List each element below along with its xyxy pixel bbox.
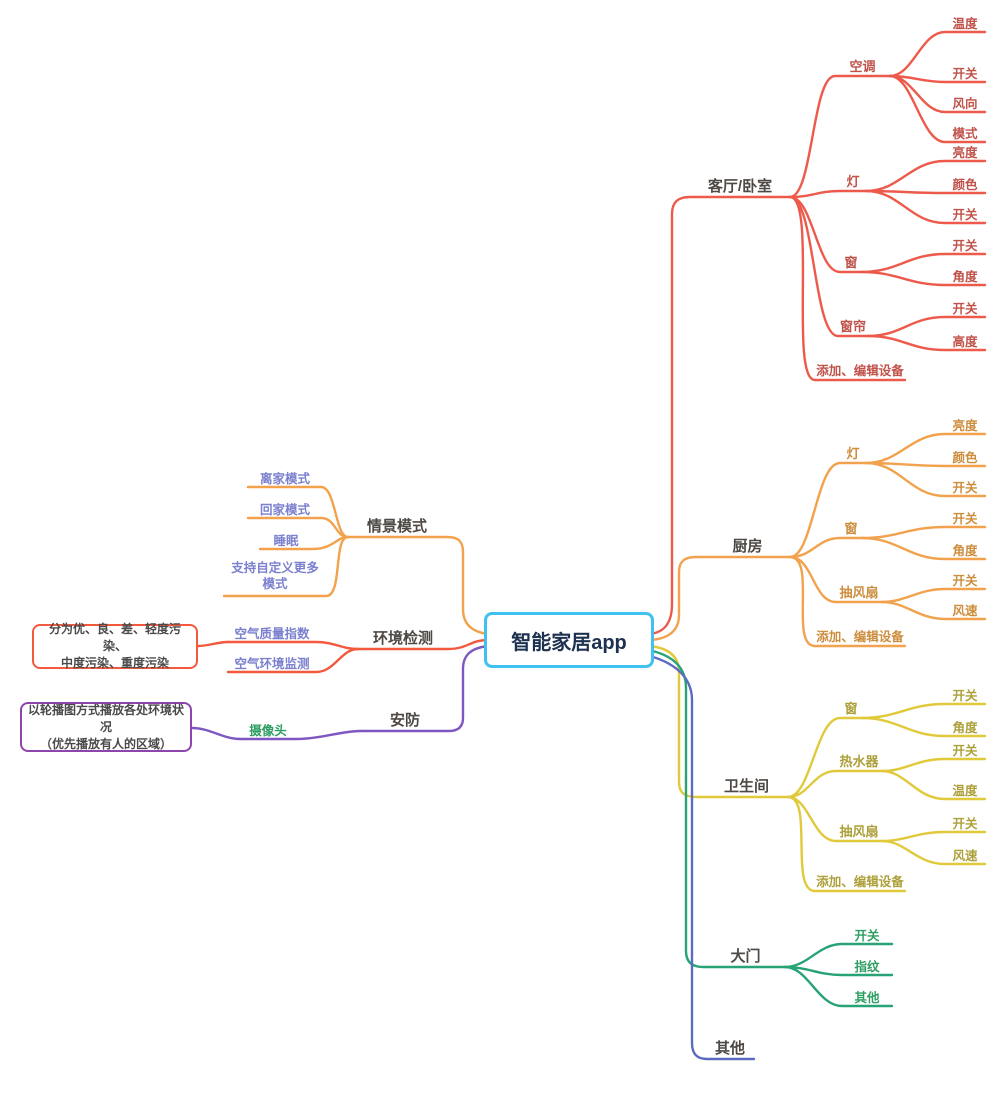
leaf-node[interactable]: 指纹: [854, 960, 880, 974]
leaf-node[interactable]: 颜色: [952, 451, 978, 465]
leaf-node[interactable]: 温度: [952, 17, 978, 31]
leaf-node[interactable]: 开关: [952, 817, 978, 831]
leaf-node[interactable]: 颜色: [952, 178, 978, 192]
node-aircon[interactable]: 空调: [849, 59, 876, 74]
node-scene-mode[interactable]: 情景模式: [366, 518, 427, 535]
leaf-node[interactable]: 亮度: [952, 419, 978, 433]
node-window-bathroom[interactable]: 窗: [844, 701, 858, 716]
node-away-mode[interactable]: 离家模式: [259, 472, 310, 486]
camera-note[interactable]: 以轮播图方式播放各处环境状况 （优先播放有人的区域）: [20, 702, 192, 752]
node-light-kitchen[interactable]: 灯: [846, 446, 860, 461]
other-branch-lines: [644, 653, 756, 1061]
leaf-node[interactable]: 高度: [952, 335, 978, 349]
node-living-bedroom[interactable]: 客厅/卧室: [707, 178, 773, 195]
leaf-node[interactable]: 角度: [952, 544, 978, 558]
bathroom-branch-lines: [648, 644, 987, 893]
leaf-node[interactable]: 开关: [952, 744, 978, 758]
node-kitchen[interactable]: 厨房: [732, 538, 763, 555]
node-water-heater[interactable]: 热水器: [839, 754, 879, 769]
scene-branch-lines: [222, 485, 490, 636]
door-branch-lines: [646, 648, 894, 1008]
node-add-device-kitchen[interactable]: 添加、编辑设备: [816, 630, 904, 644]
node-window-living[interactable]: 窗: [844, 255, 858, 270]
leaf-node[interactable]: 风速: [952, 604, 978, 618]
node-air-quality-index[interactable]: 空气质量指数: [234, 627, 310, 641]
node-sleep-mode[interactable]: 睡眠: [273, 534, 299, 548]
security-branch-lines: [190, 644, 490, 741]
leaf-node[interactable]: 开关: [952, 208, 978, 222]
leaf-node[interactable]: 温度: [952, 784, 978, 798]
node-add-device-bathroom[interactable]: 添加、编辑设备: [816, 875, 904, 889]
leaf-node[interactable]: 风向: [952, 97, 978, 111]
leaf-node[interactable]: 亮度: [952, 146, 978, 160]
env-branch-lines: [196, 638, 490, 674]
leaf-node[interactable]: 开关: [952, 574, 978, 588]
center-node[interactable]: 智能家居app: [484, 612, 654, 668]
node-other[interactable]: 其他: [714, 1040, 745, 1057]
leaf-node[interactable]: 其他: [854, 991, 880, 1005]
node-home-mode[interactable]: 回家模式: [259, 503, 310, 517]
node-custom-mode[interactable]: 支持自定义更多模式: [231, 561, 319, 591]
leaf-node[interactable]: 模式: [952, 127, 978, 141]
node-exhaust-fan-kitchen[interactable]: 抽风扇: [839, 585, 879, 600]
node-env-detect[interactable]: 环境检测: [372, 630, 433, 647]
node-add-device-living[interactable]: 添加、编辑设备: [816, 364, 904, 378]
leaf-node[interactable]: 风速: [952, 849, 978, 863]
node-exhaust-fan-bathroom[interactable]: 抽风扇: [839, 824, 879, 839]
leaf-node[interactable]: 开关: [854, 929, 880, 943]
node-security[interactable]: 安防: [389, 712, 420, 729]
node-bathroom[interactable]: 卫生间: [723, 778, 769, 795]
node-air-monitoring[interactable]: 空气环境监测: [234, 657, 310, 671]
air-quality-note[interactable]: 分为优、良、差、轻度污染、 中度污染、重度污染: [32, 622, 198, 670]
kitchen-branch-lines: [648, 432, 987, 648]
leaf-node[interactable]: 开关: [952, 302, 978, 316]
leaf-node[interactable]: 角度: [952, 721, 978, 735]
leaf-node[interactable]: 角度: [952, 270, 978, 284]
leaf-node[interactable]: 开关: [952, 481, 978, 495]
node-window-kitchen[interactable]: 窗: [844, 521, 858, 536]
leaf-node[interactable]: 开关: [952, 689, 978, 703]
node-camera[interactable]: 摄像头: [249, 724, 287, 738]
living-branch-lines: [648, 30, 987, 636]
leaf-node[interactable]: 开关: [952, 512, 978, 526]
leaf-node[interactable]: 开关: [952, 67, 978, 81]
leaf-node[interactable]: 开关: [952, 239, 978, 253]
node-curtain[interactable]: 窗帘: [839, 319, 866, 334]
node-main-door[interactable]: 大门: [730, 948, 761, 965]
node-light-living[interactable]: 灯: [846, 174, 860, 189]
